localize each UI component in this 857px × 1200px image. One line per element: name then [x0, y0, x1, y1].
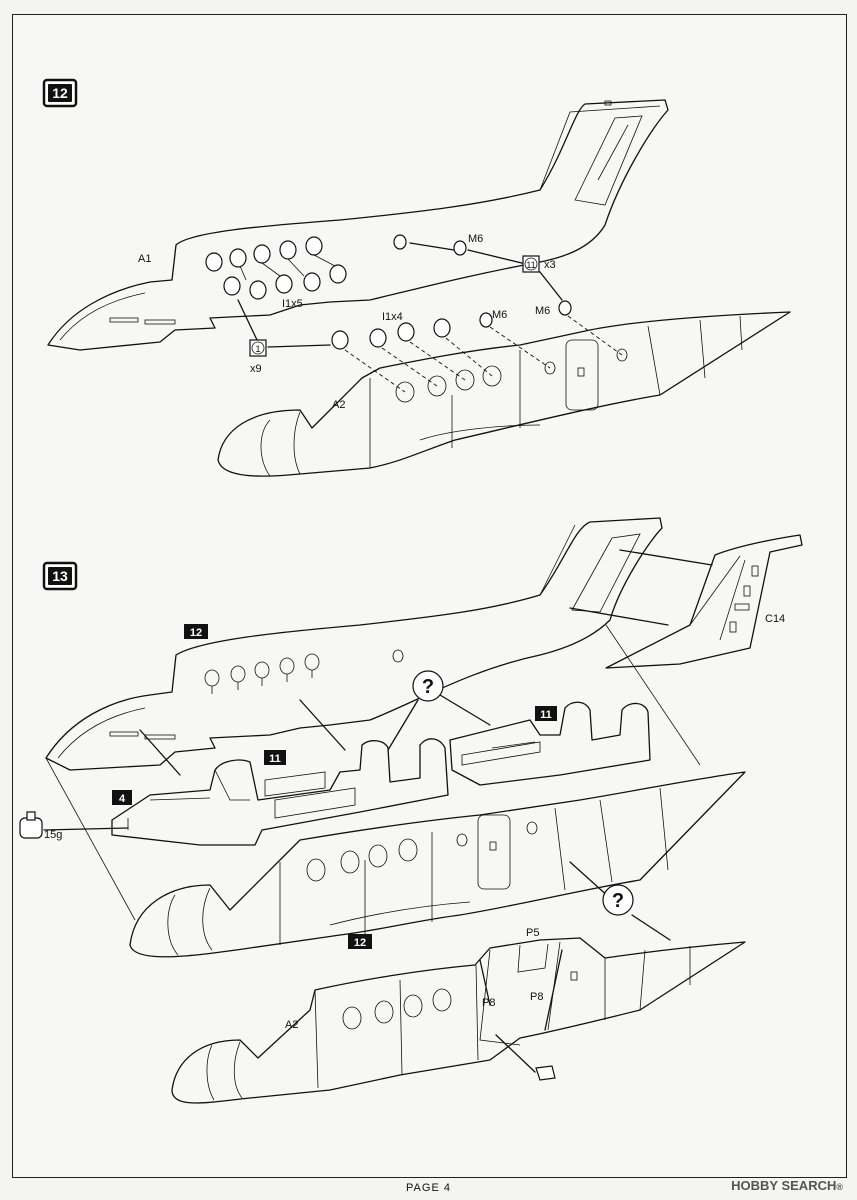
svg-text:11: 11 [526, 260, 535, 270]
instruction-sheet [12, 14, 847, 1178]
step-ref-11-right: 11 [535, 706, 557, 721]
step-ref-12-bottom: 12 [348, 934, 372, 949]
step-12-number: 12 [52, 85, 68, 101]
svg-text:11: 11 [269, 753, 281, 765]
fuselage-half-a1 [47, 99, 669, 351]
fuselage-lower-assembled [45, 624, 746, 958]
page-number: PAGE 4 [406, 1182, 451, 1194]
step-13-badge: 13 [42, 561, 78, 591]
part-label-a1: A1 [138, 253, 151, 265]
part-label-c14: C14 [765, 613, 785, 625]
weight-label: 15g [44, 829, 62, 841]
fuselage-rear-section [171, 937, 746, 1104]
svg-text:?: ? [422, 676, 434, 698]
part-label-p8-right: P8 [530, 991, 543, 1003]
step-ref-11-left: 11 [264, 750, 286, 765]
part-label-p5: P5 [526, 927, 539, 939]
watermark: HOBBY SEARCH® [731, 1178, 843, 1193]
part-label-m6-right: M6 [535, 305, 550, 317]
weight-icon [19, 811, 129, 839]
fuselage-upper-assembled [45, 517, 663, 771]
interior-assembly [111, 701, 651, 846]
svg-text:?: ? [612, 890, 624, 912]
fuselage-half-a2-step12 [217, 311, 791, 477]
step-12-badge: 12 [42, 78, 78, 108]
part-label-m6-upper: M6 [468, 233, 483, 245]
part-label-i1x5: I1x5 [282, 298, 303, 310]
part-label-m6-lower: M6 [492, 309, 507, 321]
callout-part-1: 1 x9 [249, 339, 267, 375]
callout-part-11-qty: x3 [544, 259, 556, 271]
watermark-mark: ® [836, 1182, 843, 1192]
tail-part-c14 [569, 534, 803, 669]
watermark-brand: HOBBY SEARCH [731, 1178, 837, 1193]
part-label-a2-step13: A2 [285, 1019, 298, 1031]
step-13-arrows [139, 694, 671, 941]
part-label-i1x4: I1x4 [382, 311, 403, 323]
part-label-p8-left: P8 [482, 997, 495, 1009]
part-label-a2-step12: A2 [332, 399, 345, 411]
a1-window-parts [205, 234, 572, 316]
step-13-number: 13 [52, 568, 68, 584]
callout-part-11: 11 x3 [522, 255, 556, 273]
svg-text:1: 1 [255, 344, 260, 354]
svg-text:12: 12 [190, 627, 202, 639]
step-ref-12-top: 12 [184, 624, 208, 639]
question-callout-interior: ? [412, 670, 444, 702]
step-12-arrows [237, 242, 563, 348]
svg-text:11: 11 [540, 709, 552, 721]
svg-text:4: 4 [119, 793, 126, 805]
question-callout-tail: ? [602, 884, 634, 916]
callout-part-1-qty: x9 [250, 363, 262, 375]
step-ref-4: 4 [112, 790, 132, 805]
svg-text:12: 12 [354, 937, 366, 949]
